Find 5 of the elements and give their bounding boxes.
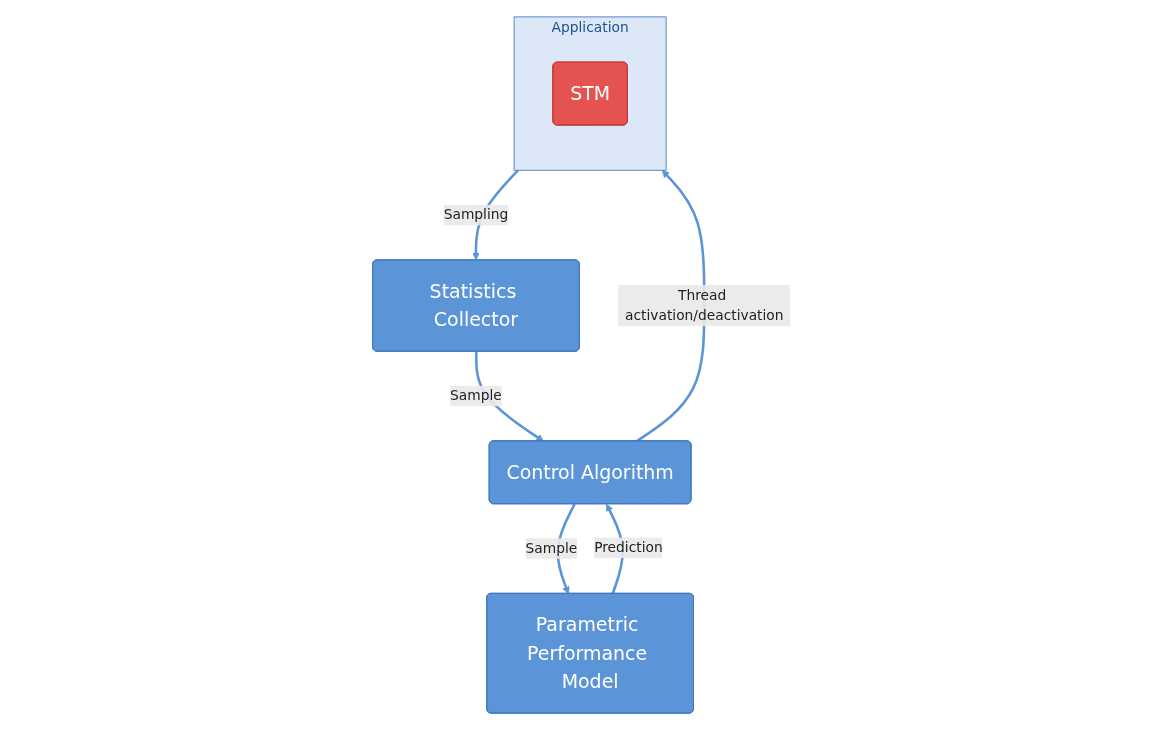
edge-label: Sample [525,539,578,557]
edge-label: Sampling [443,206,509,223]
edge-label: Sample [450,387,502,404]
edge-label: Thread activation/deactivation [625,286,784,324]
edge-label: Prediction [594,539,663,556]
